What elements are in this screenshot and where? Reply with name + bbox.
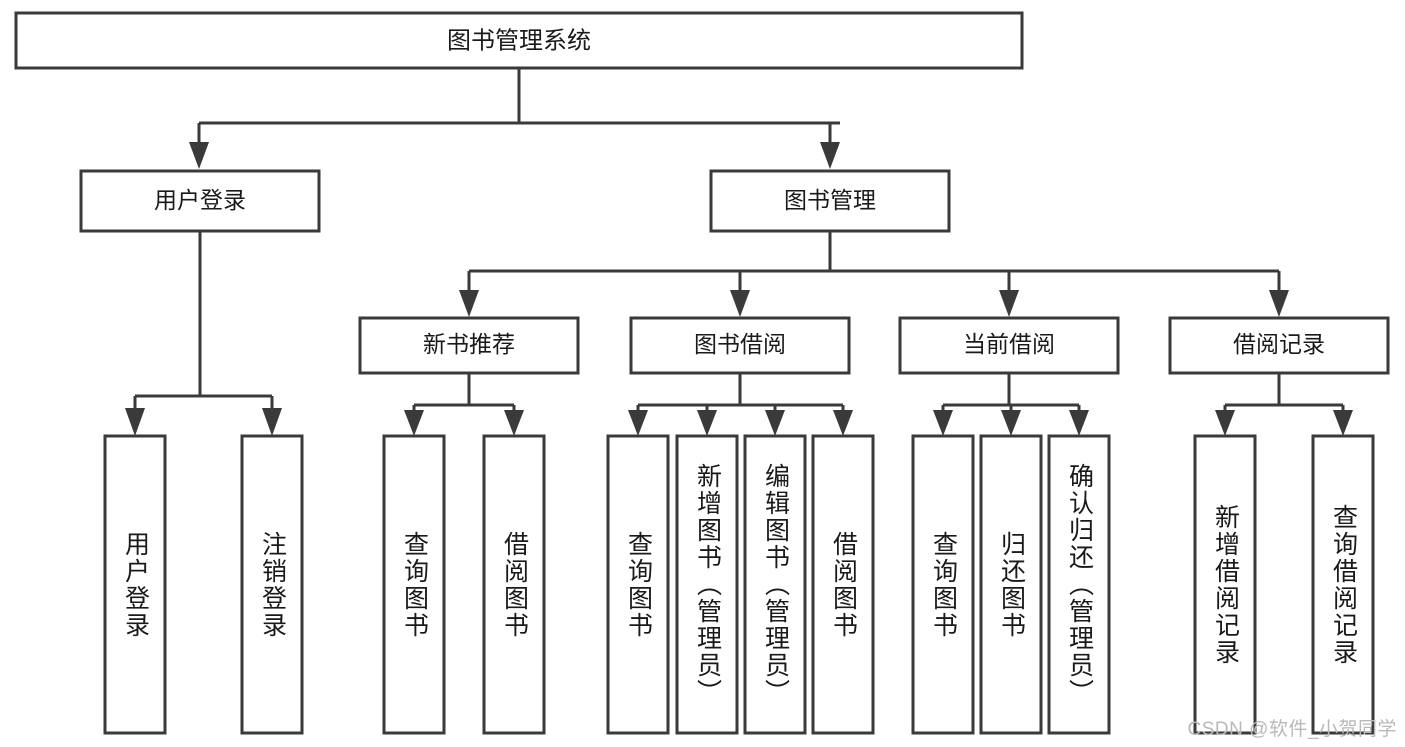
new-book-recommend-box-rect xyxy=(358,316,580,375)
arrow-head-icon xyxy=(459,290,479,317)
arrow-head-icon xyxy=(697,410,717,436)
arrow-head-icon xyxy=(628,410,648,436)
leaf-box-add-book-admin[interactable] xyxy=(675,434,739,735)
arrow-head-icon xyxy=(1215,410,1235,436)
leaf-box-borrow-books-recommend[interactable] xyxy=(482,434,546,735)
user-login-box-rect xyxy=(79,169,321,233)
leaf-box-user-login[interactable] xyxy=(103,434,167,735)
connector-root-to-level2 xyxy=(189,68,840,169)
book-borrow-box-label: 图书借阅 xyxy=(694,331,786,357)
leaf-box-query-books-current[interactable] xyxy=(911,434,975,735)
node-borrow-records[interactable]: 借阅记录 xyxy=(1168,316,1390,375)
leaf-box-edit-book-admin[interactable] xyxy=(743,434,807,735)
node-book-borrow[interactable]: 图书借阅 xyxy=(629,316,851,375)
arrow-head-icon xyxy=(504,410,524,436)
node-book-management[interactable]: 图书管理 xyxy=(709,169,951,233)
connector-borrow-records-to-leaves xyxy=(1215,373,1353,436)
csdn-watermark: CSDN @软件_小贺同学 xyxy=(1187,719,1397,740)
connector-book-management-to-level3 xyxy=(459,231,1289,317)
arrow-head-icon xyxy=(730,290,750,317)
leaf-box-borrow-book[interactable] xyxy=(811,434,875,735)
root-box-rect xyxy=(14,11,1024,70)
arrow-head-icon xyxy=(820,142,840,169)
node-new-book-recommend[interactable]: 新书推荐 xyxy=(358,316,580,375)
arrow-head-icon xyxy=(1269,290,1289,317)
arrow-head-icon xyxy=(189,142,209,169)
arrow-head-icon xyxy=(262,408,282,436)
leaf-box-confirm-return-admin[interactable] xyxy=(1047,434,1111,735)
arrow-head-icon xyxy=(1069,410,1089,436)
arrow-head-icon xyxy=(999,290,1019,317)
leaf-box-query-books-borrow[interactable] xyxy=(606,434,670,735)
connector-new-book-recommend-to-leaves xyxy=(404,373,524,436)
current-borrow-box-label: 当前借阅 xyxy=(963,331,1055,357)
leaf-box-add-borrow-record[interactable] xyxy=(1193,434,1257,735)
leaf-box-logout[interactable] xyxy=(240,434,304,735)
connector-current-borrow-to-leaves xyxy=(933,373,1089,436)
new-book-recommend-box-label: 新书推荐 xyxy=(423,331,515,357)
leaf-box-query-borrow-record[interactable] xyxy=(1311,434,1375,735)
arrow-head-icon xyxy=(1333,410,1353,436)
arrow-head-icon xyxy=(833,410,853,436)
leaf-box-return-book[interactable] xyxy=(979,434,1043,735)
book-management-box-label: 图书管理 xyxy=(784,187,876,213)
user-login-box-label: 用户登录 xyxy=(154,187,246,213)
node-user-login[interactable]: 用户登录 xyxy=(79,169,321,233)
arrow-head-icon xyxy=(765,410,785,436)
node-current-borrow[interactable]: 当前借阅 xyxy=(898,316,1120,375)
borrow-records-box-label: 借阅记录 xyxy=(1233,331,1325,357)
connector-user-login-to-leaves xyxy=(125,231,282,436)
node-root-book-management-system[interactable]: 图书管理系统 xyxy=(14,11,1024,70)
root-box-label: 图书管理系统 xyxy=(447,27,591,54)
arrow-head-icon xyxy=(404,410,424,436)
current-borrow-box-rect xyxy=(898,316,1120,375)
arrow-head-icon xyxy=(1001,410,1021,436)
arrow-head-icon xyxy=(125,408,145,436)
leaf-box-query-books-recommend[interactable] xyxy=(382,434,446,735)
arrow-head-icon xyxy=(933,410,953,436)
connector-book-borrow-to-leaves xyxy=(628,373,853,436)
